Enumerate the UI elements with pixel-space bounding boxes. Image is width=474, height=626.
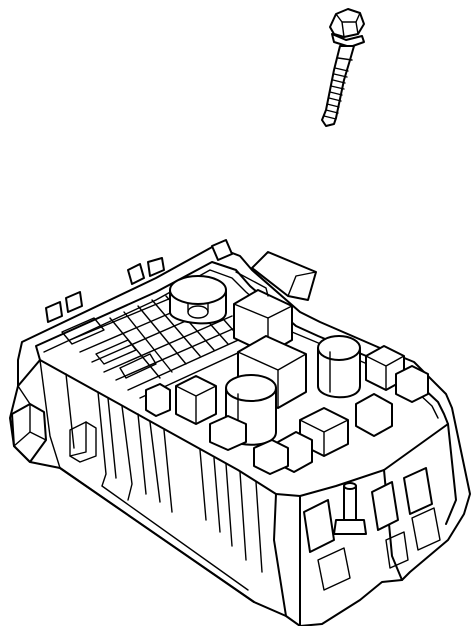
fuse-relay-box [9, 239, 471, 626]
bolt-head [329, 8, 365, 48]
mounting-tab [251, 251, 317, 301]
small-relays [145, 345, 429, 475]
round-relay-right [317, 335, 361, 399]
bolt-thread [323, 67, 349, 120]
bolt-shank [321, 45, 355, 127]
round-relay-large [169, 275, 227, 325]
cover-details [61, 271, 269, 379]
bolt [321, 8, 365, 127]
terminal-post [333, 482, 367, 535]
front-connectors [303, 467, 441, 591]
housing-clips [45, 239, 233, 323]
